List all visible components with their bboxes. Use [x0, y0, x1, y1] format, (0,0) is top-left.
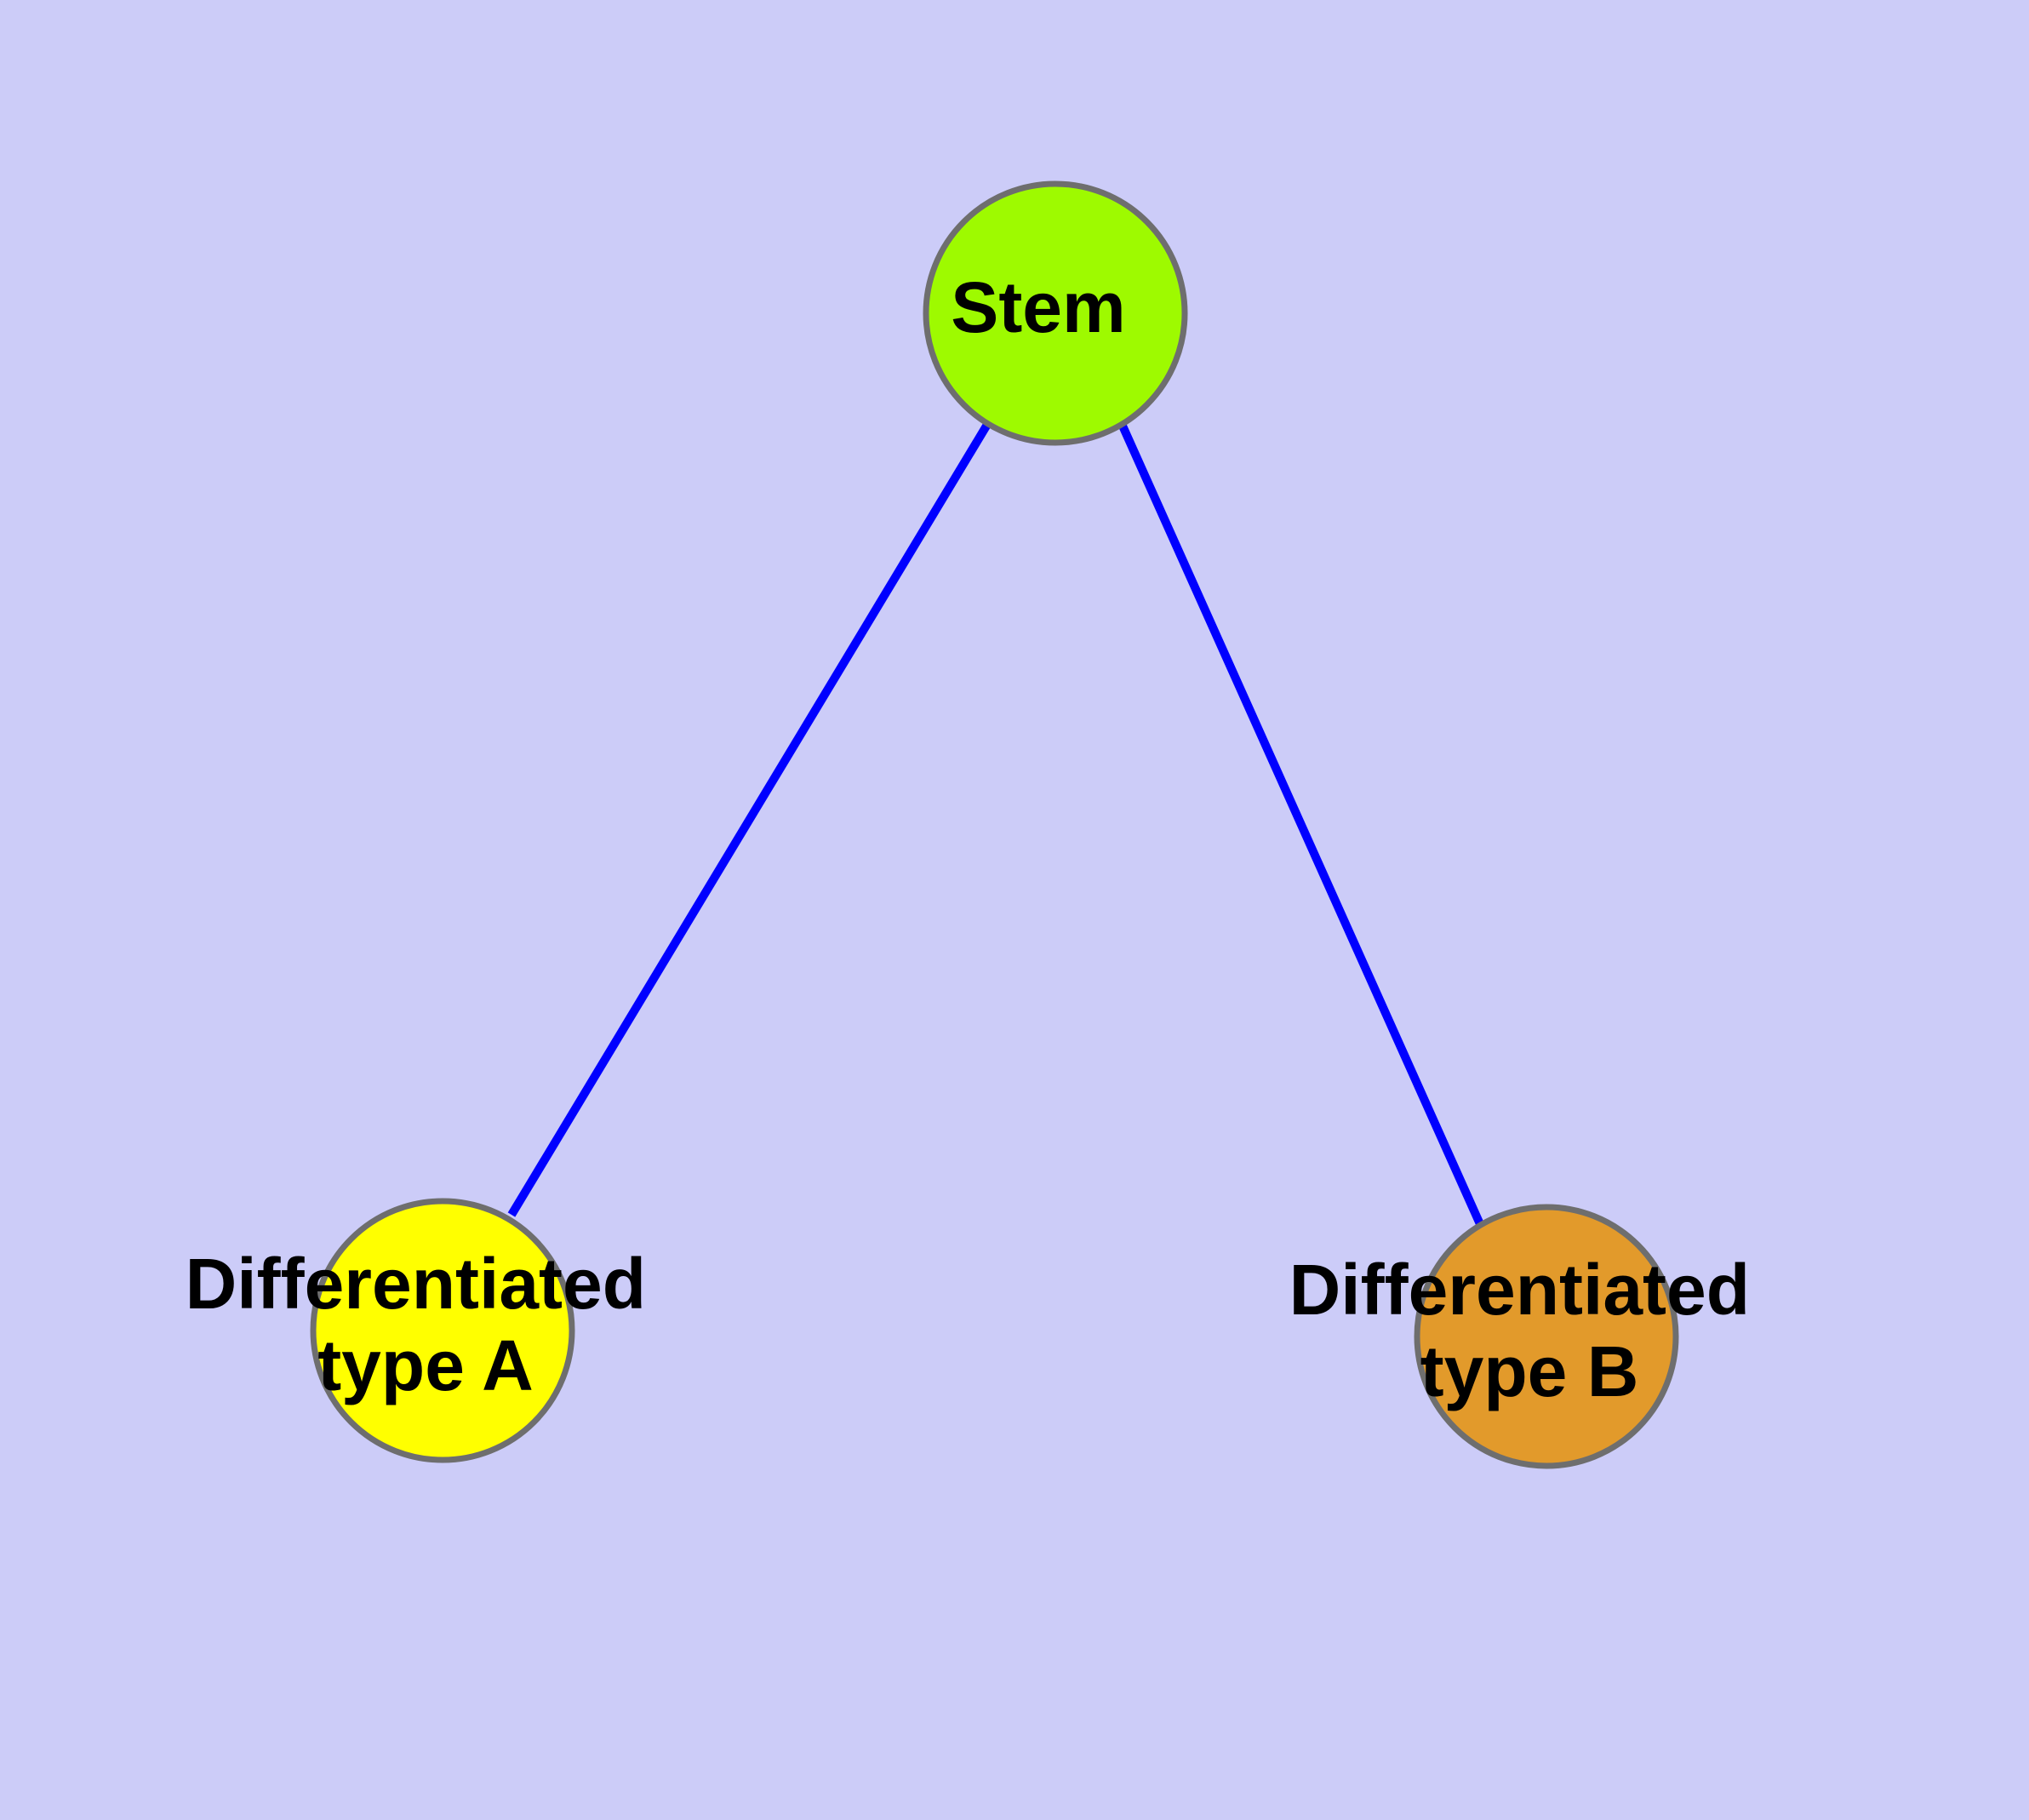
node-stem[interactable]	[923, 180, 1188, 446]
node-diff-a-circle[interactable]	[310, 1198, 575, 1463]
node-diff-b-label: Differentiated type B	[1289, 1250, 1770, 1411]
node-diff-b-label-line-2: type B	[1420, 1331, 1639, 1411]
node-diff-b[interactable]	[1414, 1204, 1679, 1469]
nodes-layer	[310, 180, 1679, 1469]
node-diff-b-label-line-1: Differentiated	[1289, 1250, 1750, 1330]
edge-stem-to-diff-a[interactable]	[507, 421, 992, 1217]
edge-stem-to-diff-b[interactable]	[1117, 421, 1484, 1227]
labels-layer: Stem Differentiated type A Differentiate…	[186, 267, 1770, 1411]
node-diff-a-label-line-2: type A	[317, 1325, 534, 1405]
node-stem-circle[interactable]	[923, 180, 1188, 446]
node-diff-a-label: Differentiated type A	[186, 1244, 666, 1405]
node-diff-b-circle[interactable]	[1414, 1204, 1679, 1469]
node-diff-a-label-line-1: Differentiated	[186, 1244, 646, 1324]
node-stem-label: Stem	[951, 267, 1125, 347]
node-stem-label-line-1: Stem	[951, 267, 1125, 347]
node-diff-a[interactable]	[310, 1198, 575, 1463]
edges-layer	[507, 421, 1484, 1227]
